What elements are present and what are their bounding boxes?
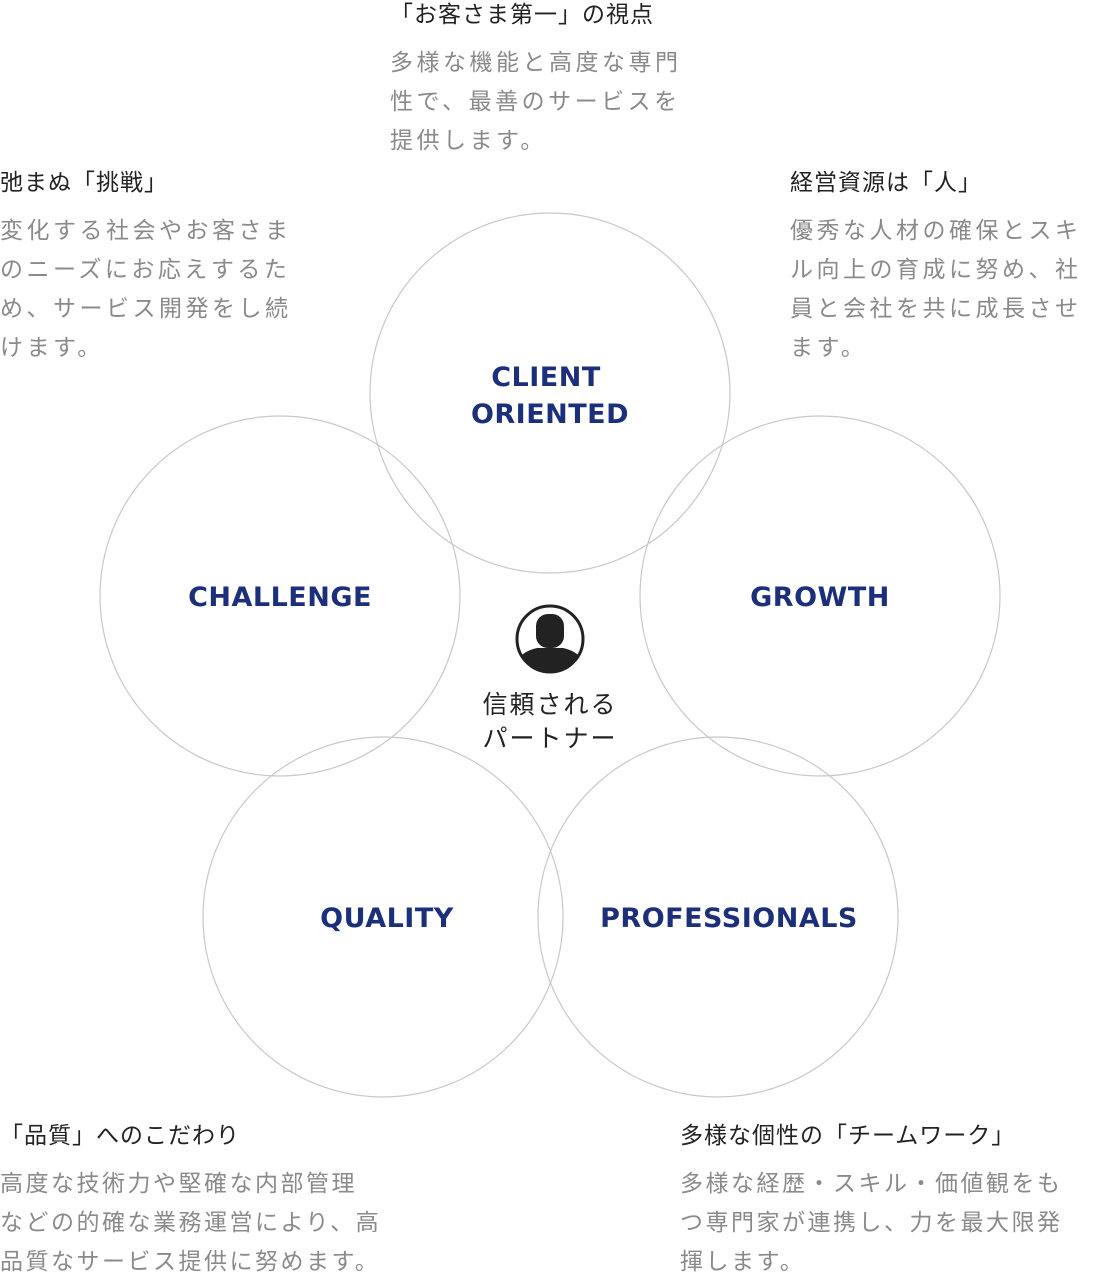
block-professionals-line-2: つ専門家が連携し、力を最大限発	[680, 1210, 1063, 1236]
center-text-line-2: パートナー	[482, 724, 617, 753]
block-challenge: 弛まぬ「挑戦」 変化する社会やお客さま のニーズにお応えするた め、サービス開発…	[0, 168, 292, 368]
block-client-line-3: 提供します。	[390, 128, 547, 154]
block-growth-line-4: ます。	[790, 335, 868, 361]
circle-professionals	[537, 736, 899, 1098]
label-challenge: CHALLENGE	[188, 582, 372, 613]
block-client-line-2: 性で、最善のサービスを	[390, 89, 681, 115]
block-challenge-text: 変化する社会やお客さま のニーズにお応えするた め、サービス開発をし続 けます。	[0, 212, 292, 368]
circle-growth	[639, 415, 1001, 777]
block-professionals: 多様な個性の「チームワーク」 多様な経歴・スキル・価値観をも つ専門家が連携し、…	[680, 1121, 1063, 1282]
circle-client-oriented	[369, 212, 731, 574]
block-quality-line-1: 高度な技術力や堅確な内部管理	[0, 1171, 357, 1197]
block-professionals-text: 多様な経歴・スキル・価値観をも つ専門家が連携し、力を最大限発 揮します。	[680, 1165, 1063, 1282]
block-quality-line-3: 品質なサービス提供に努めます。	[0, 1249, 381, 1275]
block-quality-heading: 「品質」へのこだわり	[0, 1123, 240, 1149]
label-client-line-2: ORIENTED	[471, 399, 629, 430]
block-quality: 「品質」へのこだわり 高度な技術力や堅確な内部管理 などの的確な業務運営により、…	[0, 1121, 381, 1282]
block-quality-text: 高度な技術力や堅確な内部管理 などの的確な業務運営により、高 品質なサービス提供…	[0, 1165, 381, 1282]
block-growth-line-3: 員と会社を共に成長させ	[790, 296, 1082, 322]
circle-quality	[202, 736, 564, 1098]
person-icon	[515, 604, 585, 674]
block-client-text: 多様な機能と高度な専門 性で、最善のサービスを 提供します。	[390, 44, 682, 161]
label-professionals: PROFESSIONALS	[600, 903, 858, 934]
block-challenge-line-2: のニーズにお応えするた	[0, 257, 291, 283]
label-quality: QUALITY	[320, 903, 454, 934]
label-client-line-1: CLIENT	[491, 362, 601, 393]
block-growth-text: 優秀な人材の確保とスキ ル向上の育成に努め、社 員と会社を共に成長させ ます。	[790, 212, 1082, 368]
block-challenge-line-3: め、サービス開発をし続	[0, 296, 292, 322]
block-challenge-heading: 弛まぬ「挑戦」	[0, 170, 168, 196]
block-growth-line-1: 優秀な人材の確保とスキ	[790, 218, 1082, 244]
circle-challenge	[99, 415, 461, 777]
block-growth: 経営資源は「人」 優秀な人材の確保とスキ ル向上の育成に努め、社 員と会社を共に…	[790, 168, 1082, 368]
block-challenge-line-1: 変化する社会やお客さま	[0, 218, 292, 244]
block-professionals-heading: 多様な個性の「チームワーク」	[680, 1123, 1016, 1149]
block-client-heading: 「お客さま第一」の視点	[390, 2, 654, 28]
block-growth-heading: 経営資源は「人」	[790, 170, 982, 196]
block-challenge-line-4: けます。	[0, 335, 104, 361]
block-professionals-line-3: 揮します。	[680, 1249, 806, 1275]
label-growth: GROWTH	[750, 582, 890, 613]
block-growth-line-2: ル向上の育成に努め、社	[790, 257, 1082, 283]
block-client-line-1: 多様な機能と高度な専門	[390, 50, 682, 76]
block-professionals-line-1: 多様な経歴・スキル・価値観をも	[680, 1171, 1063, 1197]
block-client-oriented: 「お客さま第一」の視点 多様な機能と高度な専門 性で、最善のサービスを 提供しま…	[390, 0, 682, 161]
block-quality-line-2: などの的確な業務運営により、高	[0, 1210, 382, 1236]
center-text-line-1: 信頼される	[482, 690, 617, 719]
